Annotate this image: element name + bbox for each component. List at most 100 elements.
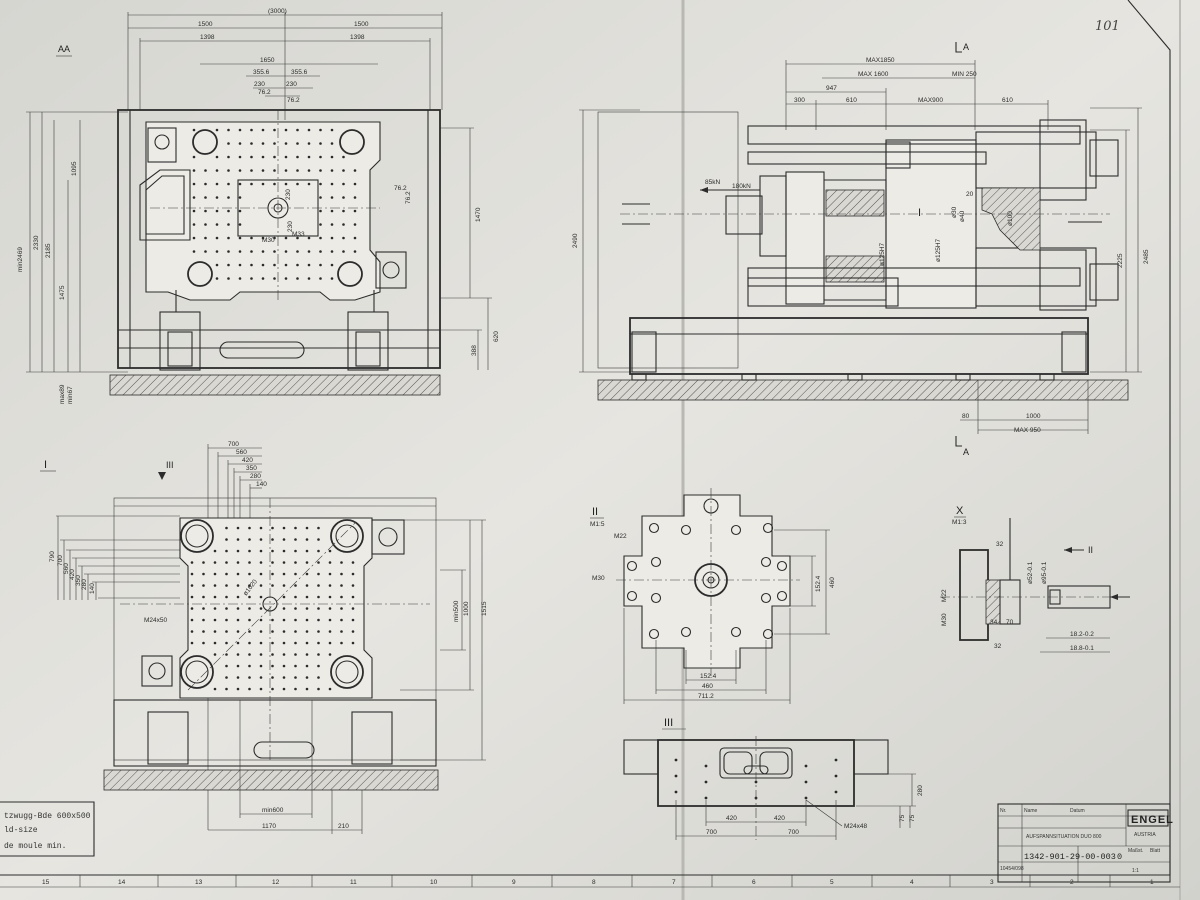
threaded-hole [307, 155, 311, 159]
threaded-hole [342, 169, 345, 172]
dim-label: 1398 [200, 34, 215, 41]
threaded-hole [215, 223, 219, 226]
threaded-hole [236, 618, 240, 622]
view-side: A A MAX1850 MAX 1600 MIN 250 947 300 610… [572, 42, 1150, 457]
threaded-hole [330, 182, 334, 186]
threaded-hole [225, 572, 228, 576]
bolt-hole [648, 628, 660, 640]
threaded-hole [261, 142, 265, 145]
threaded-hole [340, 595, 343, 599]
dim-label: MAX 950 [1014, 427, 1041, 434]
dim-label: ø52-0.1 [1027, 561, 1034, 584]
threaded-hole [236, 687, 240, 691]
threaded-hole [261, 277, 265, 280]
threaded-hole [204, 250, 207, 253]
threaded-hole [340, 561, 343, 564]
view-label-ii-arrow: II [1088, 545, 1093, 555]
threaded-hole [284, 182, 288, 186]
threaded-hole [271, 549, 274, 553]
dim-label: 140 [256, 481, 267, 488]
threaded-hole [307, 128, 311, 132]
title-field: Datum [1070, 808, 1085, 814]
threaded-hole [834, 774, 838, 778]
dim-label: 1000 [1026, 413, 1041, 420]
threaded-hole [225, 607, 228, 610]
threaded-hole [227, 128, 230, 132]
threaded-hole [342, 223, 345, 226]
dim-label: 2225 [1117, 253, 1124, 268]
threaded-hole [204, 169, 207, 172]
bolt-holes [626, 522, 788, 640]
floor-hatch [103, 769, 439, 791]
threaded-hole [192, 169, 196, 172]
dim-label: 34 [990, 619, 998, 626]
threaded-hole [238, 209, 242, 213]
view-scale-ii: M1:5 [590, 521, 605, 528]
view-i: I III 700 560 420 350 280 140 [40, 441, 488, 834]
threaded-hole [330, 209, 334, 213]
threaded-hole [294, 641, 297, 645]
threaded-hole [273, 263, 276, 267]
dim-label: 1170 [262, 823, 276, 830]
threaded-hole [225, 584, 228, 587]
threaded-hole [328, 561, 332, 564]
threaded-hole [259, 526, 263, 530]
threaded-hole [213, 549, 217, 553]
threaded-hole [225, 687, 228, 691]
threaded-hole [282, 687, 286, 691]
threaded-hole [328, 687, 332, 691]
dim-label: MAX1850 [866, 57, 895, 64]
order-number: 10454/098 [1000, 866, 1024, 872]
bolt-hole [730, 524, 742, 536]
threaded-hole [259, 618, 263, 622]
threaded-hole [294, 595, 297, 599]
threaded-hole [250, 250, 253, 253]
threaded-hole [238, 196, 242, 199]
dim-label: M33 [292, 231, 305, 238]
threaded-hole [227, 182, 230, 186]
threaded-hole [215, 196, 219, 199]
threaded-hole [319, 196, 322, 199]
threaded-hole [704, 780, 708, 784]
threaded-hole [225, 561, 228, 564]
dim-label: 1470 [475, 207, 482, 222]
threaded-hole [674, 758, 678, 762]
threaded-hole [250, 155, 253, 159]
threaded-hole [342, 250, 345, 253]
threaded-hole [259, 653, 263, 656]
dim-label: 420 [726, 815, 737, 822]
dim-label: min500 [453, 600, 460, 622]
threaded-hole [307, 236, 311, 240]
threaded-hole [225, 630, 228, 633]
threaded-hole [282, 664, 286, 668]
threaded-hole [190, 584, 194, 587]
threaded-hole [834, 790, 838, 794]
threaded-hole [227, 277, 230, 280]
dim-label: 700 [57, 555, 64, 566]
dim-label: 76.2 [258, 89, 271, 96]
threaded-hole [238, 155, 242, 159]
border-number: 12 [272, 879, 280, 886]
title-field: Nr. [1000, 808, 1006, 814]
threaded-hole [236, 572, 240, 576]
threaded-hole [317, 584, 320, 587]
threaded-hole [213, 595, 217, 599]
threaded-hole [248, 607, 251, 610]
dim-label: 280 [917, 785, 924, 796]
border-number: 4 [910, 879, 914, 886]
border-number: 10 [430, 879, 438, 886]
threaded-hole [190, 595, 194, 599]
title-field: Blatt [1150, 848, 1161, 854]
threaded-hole [296, 182, 299, 186]
border-number: 3 [990, 879, 994, 886]
threaded-hole [342, 155, 345, 159]
threaded-hole [273, 142, 276, 145]
threaded-hole [271, 526, 274, 530]
threaded-hole [353, 223, 357, 226]
border-number: 11 [350, 879, 357, 886]
threaded-hole [248, 549, 251, 553]
dim-label: M24x48 [844, 823, 868, 830]
dim-label: 610 [1002, 97, 1013, 104]
dim-label: M30 [262, 237, 275, 244]
